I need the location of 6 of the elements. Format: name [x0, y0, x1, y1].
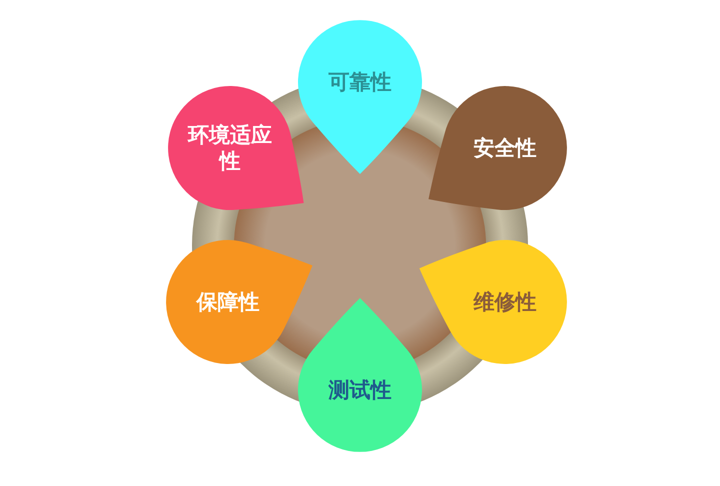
petal-label: 可靠性	[328, 68, 392, 96]
petal-label: 安全性	[472, 134, 538, 162]
petal-label: 测试性	[327, 376, 392, 404]
petal-label: 保障性	[195, 288, 260, 316]
petal-label: 维修性	[472, 288, 538, 316]
petal-label: 环境适应性	[186, 122, 273, 174]
